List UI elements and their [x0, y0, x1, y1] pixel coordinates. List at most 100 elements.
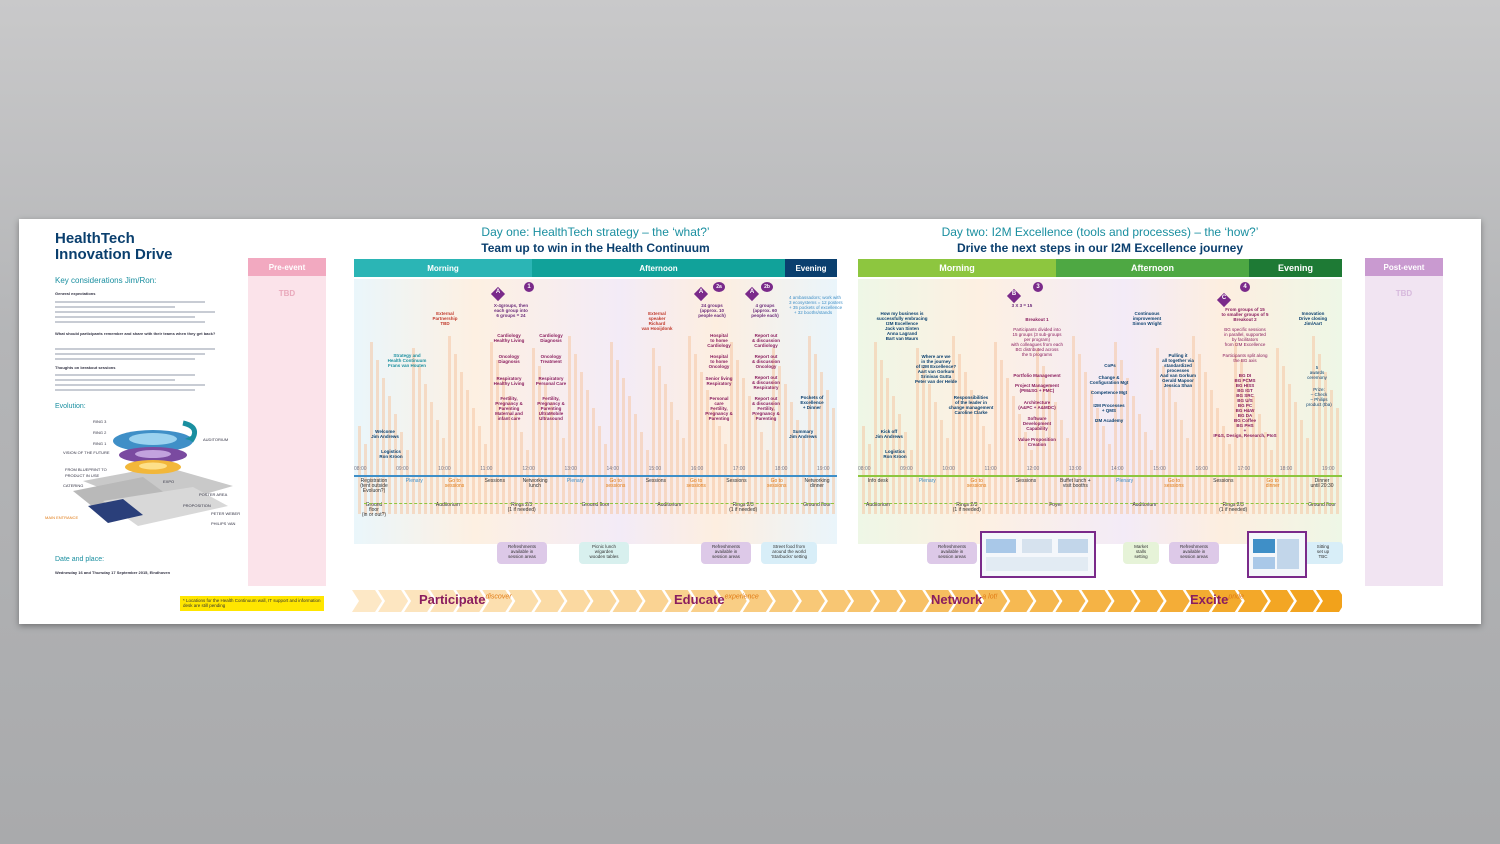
d1-summary: Summary Jim Andrews — [789, 429, 817, 439]
decor-stripe — [970, 390, 973, 514]
decor-stripe — [1264, 432, 1267, 514]
decor-stripe — [1246, 378, 1249, 514]
decor-stripe — [700, 372, 703, 514]
session-item: Sessions — [1213, 478, 1234, 484]
decor-stripe — [514, 414, 517, 514]
d2-bg-list: BG DI BG PCMS BG HISS BG IGT BG SRC BG U… — [1213, 373, 1277, 438]
decor-stripe — [568, 336, 571, 514]
building-label: PETER WEBER — [211, 511, 241, 516]
decor-stripe — [652, 348, 655, 514]
d1-personal-care: Personal care Fertility, Pregnancy & Par… — [705, 396, 733, 421]
marker-label: B — [1011, 291, 1017, 297]
chevron-segment — [638, 590, 669, 612]
decor-stripe — [1138, 414, 1141, 514]
decor-stripe — [382, 378, 385, 514]
post-event-header: Post-event — [1365, 258, 1443, 276]
decor-stripe — [814, 354, 817, 514]
decor-stripe — [742, 378, 745, 514]
chevron-segment — [690, 590, 721, 612]
decor-stripe — [1024, 432, 1027, 514]
day2-heading: Day two: I2M Excellence (tools and proce… — [941, 225, 1259, 239]
day1-heading: Day one: HealthTech strategy – the ‘what… — [481, 225, 710, 239]
session-item: Dinner until 20:30 — [1310, 478, 1334, 489]
d1-groups-note-3: 4 groups (approx. 60 people each) — [751, 303, 779, 318]
decor-stripe — [1324, 372, 1327, 514]
chevron-segment — [482, 590, 513, 612]
decor-stripe — [784, 384, 787, 514]
marker-label: A — [698, 289, 704, 295]
phase-sup: discover — [485, 593, 512, 601]
time-tick: 12:00 — [522, 466, 535, 472]
time-tick: 12:00 — [1026, 466, 1040, 472]
decor-stripe — [1282, 366, 1285, 514]
session-item: Go to sessions — [966, 478, 987, 489]
decor-stripe — [472, 408, 475, 514]
d1-hospital-home-1: Hospital to home Cardiology — [707, 333, 731, 348]
session-item: Networking dinner — [804, 478, 830, 489]
decor-stripe — [388, 396, 391, 514]
session-item: Go to dinner — [1265, 478, 1280, 489]
d2-participants: Participants divided into 15 groups (3 s… — [1010, 327, 1064, 357]
decor-stripe — [676, 420, 679, 514]
chevron-segment — [508, 590, 539, 612]
d2-how-business: How my business is successfully embracin… — [876, 311, 928, 341]
marker-circle: 3 — [1033, 282, 1043, 292]
day2-stripes — [862, 336, 1339, 514]
chevron-segment — [716, 590, 747, 612]
d2-awards: 5 awards ceremony — [1307, 365, 1327, 380]
d2-value-prop: Value Proposition Creation — [1017, 437, 1056, 447]
d1-bubble-refreshments: Refreshments available in session areas — [497, 542, 547, 564]
decor-stripe — [1192, 336, 1195, 514]
decor-stripe — [982, 426, 985, 514]
decor-stripe — [748, 396, 751, 514]
thoughts-lines — [55, 371, 225, 394]
building-label: MAIN ENTRANCE — [45, 515, 79, 520]
decor-stripe — [898, 414, 901, 514]
time-tick: 17:00 — [732, 466, 746, 472]
session-item: Sessions — [726, 478, 747, 484]
session-item: Ground floor — [581, 502, 610, 508]
d2-processes: I2M Processes + QMS — [1093, 403, 1125, 413]
day2-evening-band: Evening — [1249, 259, 1342, 277]
decor-stripe — [610, 342, 613, 514]
decor-stripe — [1126, 378, 1129, 514]
d2-prize: Prize: – Check – Philips product (tba) — [1306, 387, 1332, 407]
session-item: Go to sessions — [1164, 478, 1184, 489]
post-event-column — [1365, 258, 1443, 586]
decor-stripe — [1054, 402, 1057, 514]
d1-cardiology-2: Cardiology Diagnosis — [539, 333, 563, 343]
d1-bubble-street-food: Street food from around the world ‘Starb… — [761, 542, 817, 564]
chevron-segment — [586, 590, 617, 612]
marker-label: A — [749, 289, 755, 295]
session-item: Sessions — [484, 478, 505, 484]
decor-stripe — [1006, 378, 1009, 514]
decor-stripe — [1012, 396, 1015, 514]
decor-stripe — [1000, 360, 1003, 514]
session-item: Auditorium — [866, 502, 890, 508]
decor-stripe — [1048, 384, 1051, 514]
d1-pockets: Pockets of Excellence + Dinner — [800, 395, 824, 410]
day2-subheading: Drive the next steps in our I2M Excellen… — [956, 241, 1244, 255]
d1-oncology-2: Oncology Treatment — [540, 354, 562, 364]
time-tick: 19:00 — [817, 466, 830, 472]
session-item: Rings 2/3 (1 if needed) — [507, 502, 536, 513]
decor-stripe — [424, 384, 427, 514]
decor-stripe — [502, 378, 505, 514]
day2-morning-band: Morning — [858, 259, 1056, 277]
pre-event-tbd: TBD — [278, 289, 296, 298]
phase-sup: experience — [724, 593, 759, 601]
chevron-segment — [951, 590, 982, 612]
decor-stripe — [928, 384, 931, 514]
decor-stripe — [988, 444, 991, 514]
d1-fertility-2: Fertility, Pregnancy & Parenting UltraMo… — [537, 396, 565, 421]
decor-stripe — [1090, 390, 1093, 514]
building-label: PROPOSITION — [183, 503, 211, 508]
d2-innovation-close: Innovation Drive closing Jim/Aart — [1298, 311, 1328, 326]
decor-stripe — [532, 348, 535, 514]
decor-stripe — [808, 336, 811, 514]
d2-count: 3 X 3 = 15 — [1011, 303, 1033, 308]
evoluon-building-illustration — [73, 420, 233, 526]
day2-timeline-area — [858, 279, 1342, 544]
